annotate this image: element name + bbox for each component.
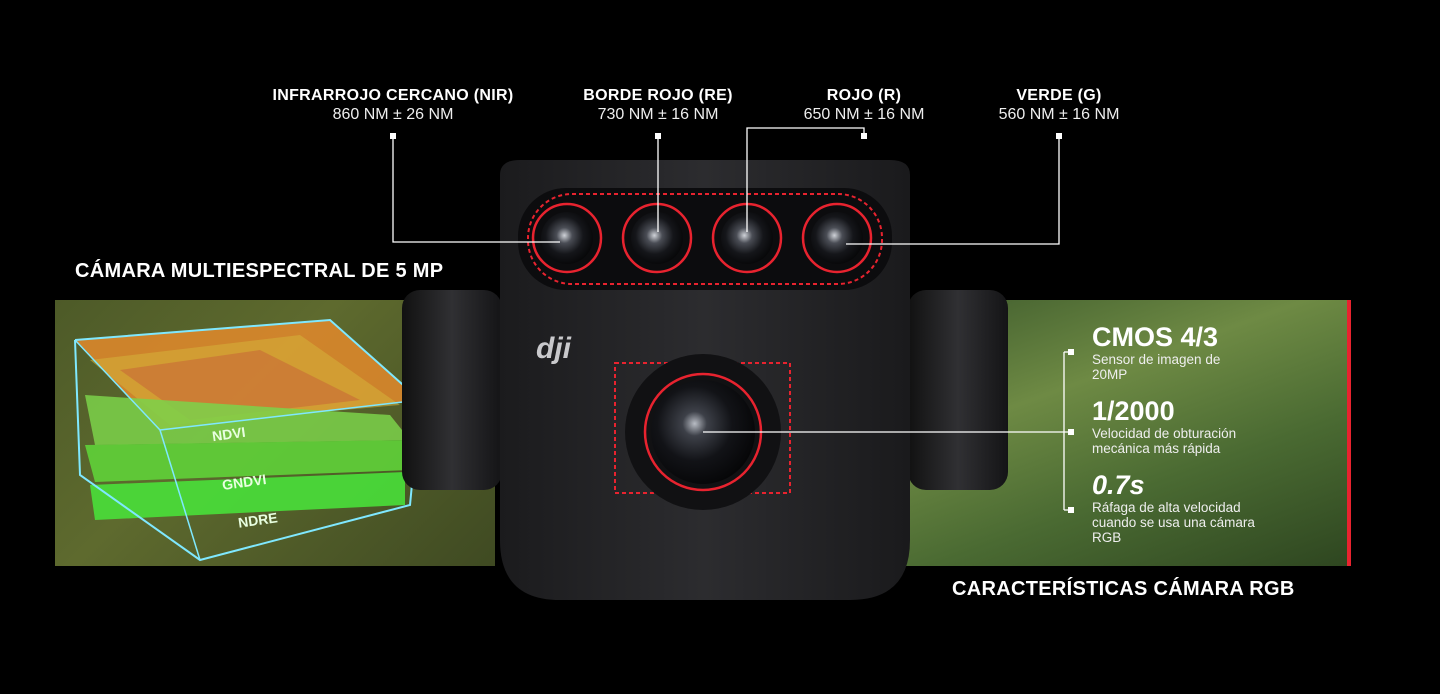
spec-shutter-value: 1/2000 (1092, 396, 1175, 426)
spec-burst-value: 0.7s (1092, 470, 1145, 500)
band-connectors (392, 127, 1060, 245)
band-r: ROJO (R) 650 NM ± 16 NM (764, 86, 964, 124)
rgb-title: CARACTERÍSTICAS CÁMARA RGB (952, 578, 1295, 600)
band-g: VERDE (G) 560 NM ± 16 NM (959, 86, 1159, 124)
band-g-value: 560 NM ± 16 NM (998, 106, 1120, 123)
spec-shutter: 1/2000 Velocidad de obturación mecánica … (1092, 396, 1332, 456)
spec-shutter-desc-1: Velocidad de obturación (1092, 426, 1237, 441)
multispectral-title: CÁMARA MULTIESPECTRAL DE 5 MP (75, 260, 444, 282)
left-motor (402, 290, 502, 490)
spec-cmos-desc-1: Sensor de imagen de (1092, 352, 1221, 367)
band-re-value: 730 NM ± 16 NM (597, 106, 719, 123)
band-r-value: 650 NM ± 16 NM (803, 106, 925, 123)
spec-burst-desc-1: Ráfaga de alta velocidad (1092, 500, 1241, 515)
band-nir-value: 860 NM ± 26 NM (332, 106, 454, 123)
band-re: BORDE ROJO (RE) 730 NM ± 16 NM (558, 86, 758, 124)
spec-burst-desc-2: cuando se usa una cámara (1092, 515, 1255, 530)
spec-cmos: CMOS 4/3 Sensor de imagen de 20MP (1092, 322, 1332, 382)
panel-red-edge (1347, 300, 1351, 566)
band-nir-label: INFRARROJO CERCANO (NIR) (272, 87, 514, 104)
spec-shutter-desc-2: mecánica más rápida (1092, 441, 1221, 456)
band-r-label: ROJO (R) (826, 87, 902, 104)
band-g-label: VERDE (G) (1016, 87, 1102, 104)
spec-cmos-desc-2: 20MP (1092, 367, 1128, 382)
spec-burst: 0.7s Ráfaga de alta velocidad cuando se … (1092, 470, 1332, 545)
lens-bar (518, 188, 892, 290)
spec-cmos-value: CMOS 4/3 (1092, 322, 1219, 352)
right-motor (908, 290, 1008, 490)
band-re-label: BORDE ROJO (RE) (583, 87, 733, 104)
dji-logo: dji (536, 332, 571, 365)
spec-burst-desc-3: RGB (1092, 530, 1122, 545)
band-nir: INFRARROJO CERCANO (NIR) 860 NM ± 26 NM (243, 86, 543, 124)
multispectral-lenses (531, 202, 873, 274)
ndvi-heatmap (74, 318, 422, 562)
